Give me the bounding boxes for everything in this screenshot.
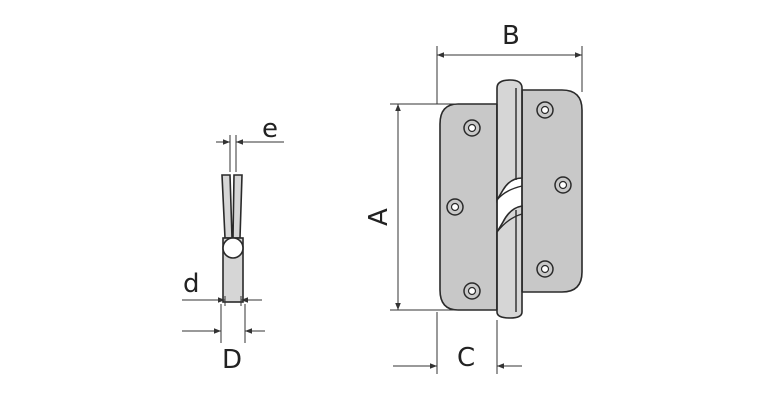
dim-C: C — [393, 312, 522, 374]
label-B: B — [502, 21, 520, 51]
screw-hole — [536, 101, 554, 119]
screw-hole — [446, 198, 464, 216]
side-view-pin-circle — [222, 237, 244, 259]
right-leaf — [521, 89, 583, 293]
dim-e: e — [216, 114, 284, 172]
side-view: e d D — [182, 114, 284, 375]
front-view: B A C — [364, 21, 583, 374]
dim-D: D — [182, 304, 265, 375]
screw-hole — [463, 282, 481, 300]
dim-A: A — [364, 103, 458, 311]
label-D: D — [222, 345, 242, 375]
screw-hole — [463, 119, 481, 137]
knuckle-joint — [496, 88, 523, 312]
side-view-leaves — [221, 174, 243, 239]
screw-hole — [536, 260, 554, 278]
knuckle-upper — [496, 79, 523, 203]
knuckle-lower — [496, 205, 523, 319]
label-e: e — [262, 114, 278, 144]
label-A: A — [364, 208, 394, 226]
screw-hole — [554, 176, 572, 194]
dim-d: d — [182, 269, 262, 306]
label-C: C — [457, 343, 475, 373]
label-d: d — [183, 269, 200, 299]
dim-B: B — [436, 21, 583, 104]
